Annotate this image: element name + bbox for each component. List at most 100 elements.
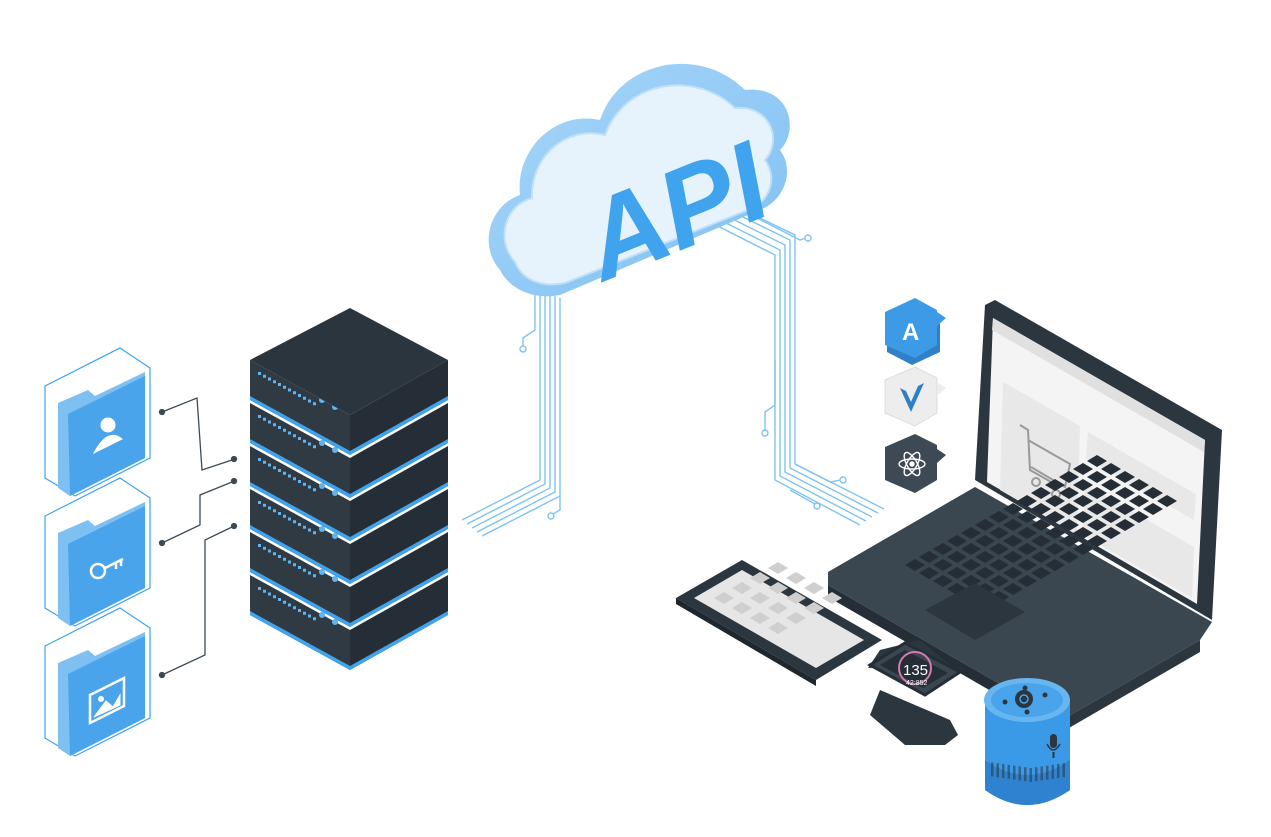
keyboard-key [1129, 479, 1149, 491]
keyboard-key [1087, 455, 1107, 467]
keyboard-key [989, 543, 1009, 555]
grill-slot [991, 762, 994, 777]
keyboard-key [1059, 519, 1079, 531]
keyboard-key [905, 559, 925, 571]
server-unit [250, 446, 448, 541]
server-light [332, 533, 338, 539]
keyboard-key [1003, 519, 1023, 531]
server-led [263, 546, 266, 550]
server-light [332, 576, 338, 582]
server-led [313, 531, 316, 535]
app-icon [786, 572, 806, 584]
server-led [273, 380, 276, 384]
keyboard-key [1101, 495, 1121, 507]
keyboard-key [1115, 487, 1135, 499]
server-led [283, 514, 286, 518]
power-button [1015, 690, 1033, 708]
keyboard-key [919, 567, 939, 579]
server-led [273, 552, 276, 556]
app-icon [732, 582, 752, 594]
server-led [303, 396, 306, 400]
app-icon [768, 622, 788, 634]
server-led [283, 428, 286, 432]
image-icon [88, 675, 126, 726]
server-led [288, 474, 291, 478]
server-led [278, 383, 281, 386]
keyboard-key [989, 575, 1009, 587]
server-led [298, 609, 301, 612]
key-icon [89, 557, 124, 580]
server-led [293, 434, 296, 438]
keyboard-key [947, 551, 967, 563]
server-led [298, 437, 301, 440]
server-light [319, 483, 325, 489]
keyboard-key [1017, 495, 1037, 507]
server-unit [250, 403, 448, 498]
keyboard-key [1073, 463, 1093, 475]
server-led [283, 385, 286, 389]
react-atom-icon [898, 451, 926, 477]
server-led [293, 477, 296, 481]
keyboard-key [933, 575, 953, 587]
server-led [273, 423, 276, 427]
keyboard-key [1045, 543, 1065, 555]
keyboard-key [1003, 535, 1023, 547]
server-led [258, 372, 261, 375]
keyboard-key [1101, 527, 1121, 539]
smartwatch: 135 42:852 [867, 640, 963, 745]
keyboard-key [1017, 559, 1037, 571]
server-led [258, 587, 261, 590]
grill-slot [1062, 763, 1065, 778]
keyboard-key [1115, 503, 1135, 515]
server-led [258, 458, 261, 461]
app-icon [768, 582, 788, 594]
server-led [303, 439, 306, 443]
server-led [268, 420, 271, 424]
server-led [273, 595, 276, 599]
keyboard-key [1059, 551, 1079, 563]
server-light [332, 490, 338, 496]
server-light [319, 526, 325, 532]
keyboard-key [919, 551, 939, 563]
server-led [308, 442, 311, 446]
server-led [258, 415, 261, 418]
vue-icon [900, 383, 924, 412]
keyboard-key [1073, 543, 1093, 555]
grill-slot [1057, 764, 1060, 778]
keyboard-key [1045, 559, 1065, 571]
server-unit [250, 532, 448, 627]
server-led [263, 460, 266, 464]
keyboard-key [975, 535, 995, 547]
server-led [283, 600, 286, 604]
server-led [308, 571, 311, 575]
grill-slot [1007, 764, 1010, 779]
server-led [308, 399, 311, 403]
key-folder [44, 477, 151, 627]
server-led [313, 402, 316, 406]
keyboard-key [1115, 519, 1135, 531]
server-led [288, 603, 291, 607]
keyboard-key [989, 559, 1009, 571]
keyboard-key [1003, 503, 1023, 515]
server-led [303, 568, 306, 572]
keyboard-key [975, 551, 995, 563]
server-led [288, 431, 291, 435]
keyboard-key [1129, 511, 1149, 523]
keyboard-key [1157, 495, 1177, 507]
keyboard-key [989, 527, 1009, 539]
keyboard-key [1073, 511, 1093, 523]
server-led [258, 501, 261, 504]
server-led [278, 598, 281, 601]
keyboard-key [1031, 551, 1051, 563]
user-folder [44, 347, 151, 497]
angular-icon: A [902, 319, 919, 346]
keyboard-key [1115, 471, 1135, 483]
app-icon [768, 562, 788, 574]
watch-subvalue: 42:852 [906, 680, 928, 687]
keyboard-key [947, 567, 967, 579]
server-led [293, 563, 296, 567]
keyboard-key [947, 535, 967, 547]
smartphone [676, 560, 882, 686]
app-icon [750, 592, 770, 604]
keyboard-key [1031, 519, 1051, 531]
